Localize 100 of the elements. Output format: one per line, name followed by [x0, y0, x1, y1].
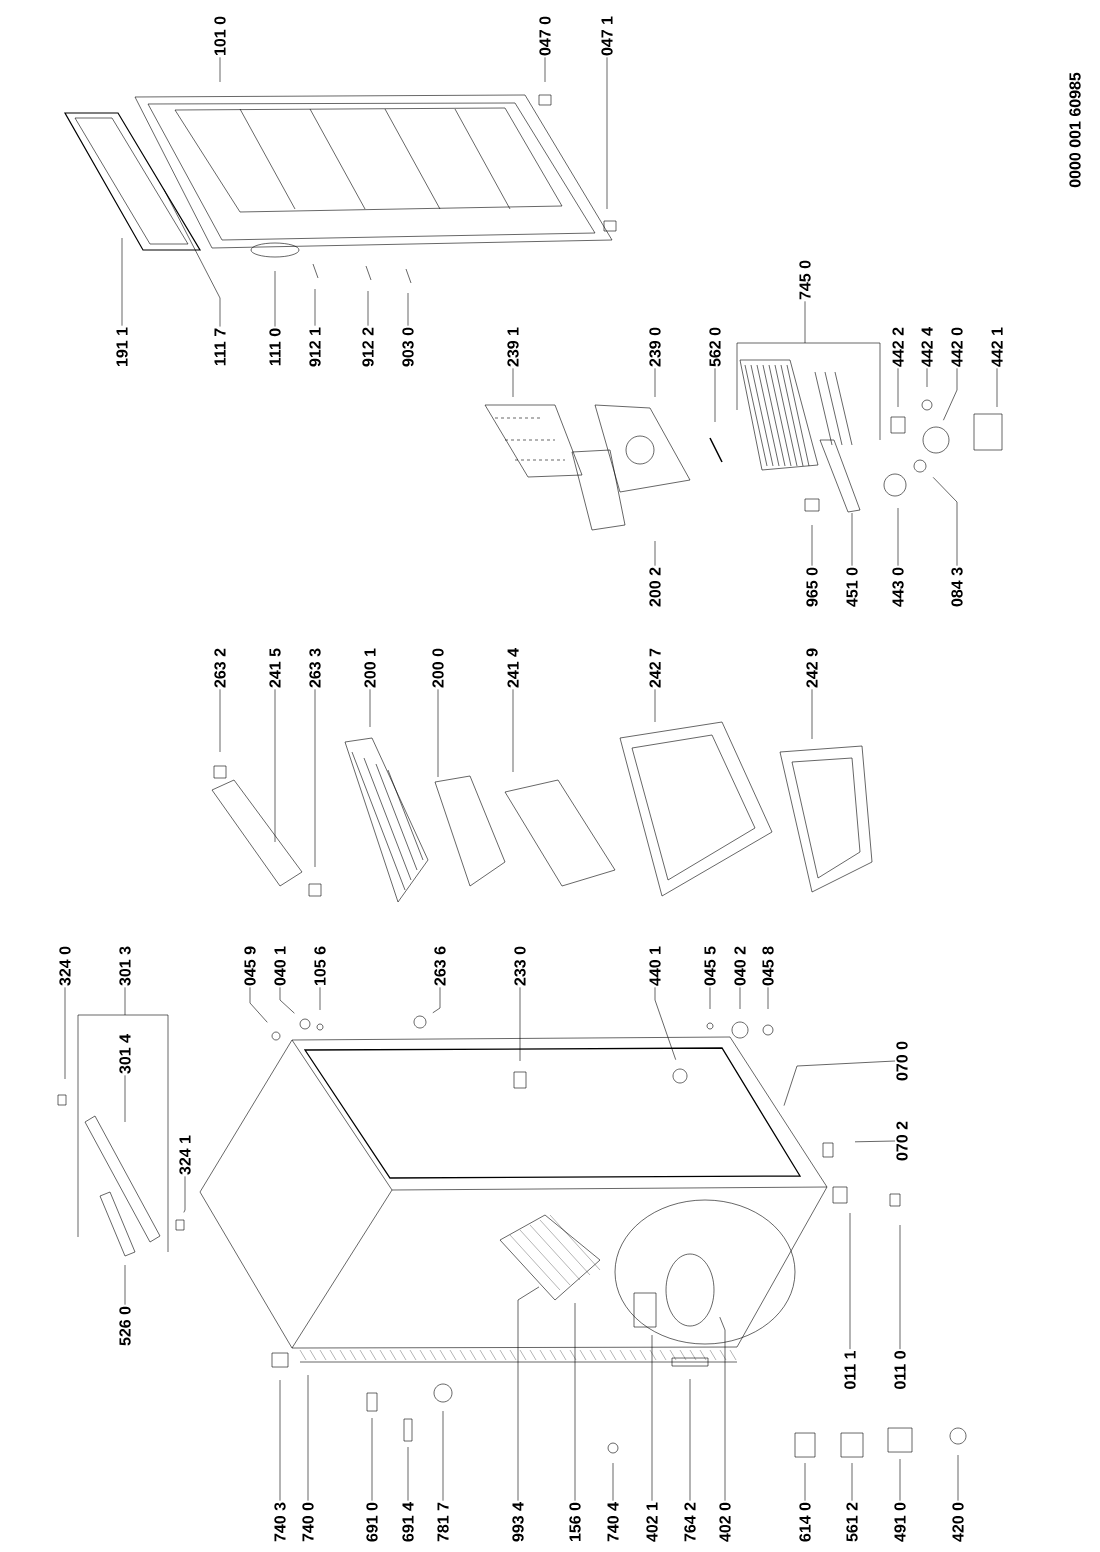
callout-number: 781 7: [437, 1502, 449, 1542]
callout-number: 442 1: [991, 327, 1003, 367]
callout-number: 011 1: [844, 1350, 856, 1389]
callout-number: 263 3: [309, 648, 321, 688]
callout-number: 111 7: [214, 328, 226, 366]
callout-number: 070 0: [896, 1041, 908, 1081]
leader-line: [314, 689, 316, 868]
leader-line: [606, 57, 608, 210]
leader-line: [811, 689, 813, 740]
callout-number: 263 2: [214, 648, 226, 688]
callout-number: 526 0: [119, 1306, 131, 1346]
leader-line: [517, 1286, 540, 1501]
callout-number: 993 4: [512, 1502, 524, 1542]
leader-line: [307, 1374, 309, 1501]
leader-line: [719, 1316, 726, 1501]
callout-number: 301 3: [119, 946, 131, 986]
leader-line: [767, 987, 769, 1010]
leader-line: [739, 987, 741, 1010]
callout-number: 614 0: [799, 1502, 811, 1542]
leader-line: [163, 189, 221, 327]
callout-number: 912 1: [309, 327, 321, 367]
callout-number: 084 3: [951, 567, 963, 607]
leader-line: [897, 507, 899, 566]
callout-number: 191 1: [116, 327, 128, 366]
callout-number: 047 1: [601, 16, 613, 56]
leader-line: [899, 1224, 901, 1350]
leader-line: [736, 301, 881, 441]
leader-line: [574, 1302, 576, 1501]
leader-line: [279, 1379, 281, 1501]
callout-number: 200 0: [432, 648, 444, 688]
callout-number: 111 0: [269, 328, 281, 366]
leader-line: [371, 1417, 373, 1501]
leader-line: [407, 292, 409, 326]
leader-line: [319, 987, 321, 1011]
leader-line: [689, 1378, 691, 1501]
callout-number: 101 0: [214, 16, 226, 55]
leader-line: [654, 689, 656, 723]
callout-number: 105 6: [314, 946, 326, 986]
leader-line: [851, 512, 853, 566]
leader-line: [714, 368, 716, 423]
leader-line: [926, 368, 928, 388]
leader-line: [783, 1060, 896, 1106]
leader-line: [849, 1212, 851, 1350]
callout-number: 045 9: [244, 946, 256, 986]
callout-number: 562 0: [709, 327, 721, 367]
callout-number: 324 0: [59, 946, 71, 986]
callout-number: 011 0: [894, 1351, 906, 1389]
callout-number: 420 0: [952, 1502, 964, 1542]
leader-line: [442, 1410, 444, 1501]
leader-line: [897, 368, 899, 408]
callout-number: 241 5: [269, 648, 281, 688]
callout-number: 040 2: [734, 946, 746, 986]
callout-number: 740 4: [607, 1502, 619, 1542]
callout-number: 070 2: [896, 1121, 908, 1161]
callout-number: 965 0: [806, 567, 818, 607]
leader-line: [274, 270, 276, 327]
callout-number: 047 0: [539, 16, 551, 56]
leader-line: [899, 1458, 901, 1501]
leader-line: [124, 1264, 126, 1305]
callout-number: 301 4: [119, 1034, 131, 1074]
leader-line: [612, 1462, 614, 1501]
callout-number: 233 0: [514, 946, 526, 986]
callout-number: 156 0: [569, 1502, 581, 1542]
leader-line: [943, 368, 958, 421]
leader-line: [279, 987, 295, 1014]
leader-line: [851, 1462, 853, 1501]
leader-line: [996, 368, 998, 408]
leader-line: [654, 540, 656, 566]
callout-number: 242 9: [806, 648, 818, 688]
callout-number: 561 2: [846, 1502, 858, 1542]
callout-number: 443 0: [892, 567, 904, 607]
callout-number: 324 1: [179, 1135, 191, 1175]
leader-line: [77, 987, 169, 1253]
callout-number: 263 6: [434, 946, 446, 986]
callout-number: 440 1: [649, 946, 661, 986]
callout-number: 903 0: [402, 327, 414, 367]
callout-number: 040 1: [274, 946, 286, 986]
callout-number: 691 4: [402, 1502, 414, 1542]
leader-line: [519, 987, 521, 1062]
leader-line: [183, 1176, 186, 1213]
leader-line: [512, 368, 514, 398]
leader-line: [654, 987, 676, 1060]
document-number: 0000 001 60985: [1069, 72, 1081, 188]
callout-number: 239 0: [649, 327, 661, 367]
leader-line: [124, 1075, 126, 1123]
callout-number: 451 0: [846, 567, 858, 607]
leader-line: [369, 689, 371, 728]
callout-number: 740 3: [274, 1502, 286, 1542]
callout-number: 200 1: [364, 648, 376, 688]
leader-line: [121, 237, 123, 326]
leader-line: [544, 57, 546, 83]
leader-line: [407, 1446, 409, 1501]
callout-number: 491 0: [894, 1502, 906, 1542]
leader-line: [437, 689, 439, 778]
leader-line: [274, 689, 276, 843]
leader-line: [64, 987, 66, 1080]
callout-number: 764 2: [684, 1502, 696, 1542]
leader-line: [219, 57, 221, 83]
callout-number: 745 0: [799, 260, 811, 300]
leader-line: [651, 1334, 653, 1501]
